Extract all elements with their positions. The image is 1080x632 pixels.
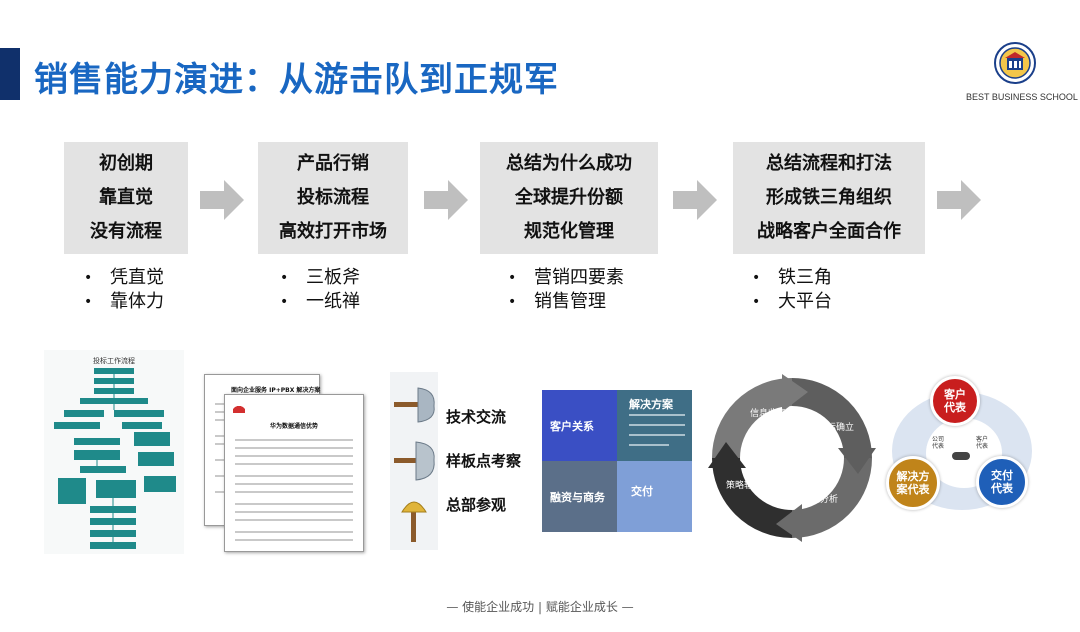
delivery-rep-label: 交付 代表 [991,469,1013,495]
page-title: 销售能力演进：从游击队到正规军 [34,60,559,100]
arrow-right-icon [424,180,468,220]
iron-triangle-diagram: 公司代表 客户代表 客户 代表 解决方 案代表 交付 代表 [886,372,1040,514]
puzzle-piece-customer: 客户关系 [542,390,617,461]
delivery-rep-circle: 交付 代表 [976,456,1028,508]
bullet-item: 销售管理 [506,290,624,314]
axe-caption-1: 技术交流 [446,408,507,426]
stage-line: 没有流程 [90,221,162,242]
stage-bullets-4: 铁三角 大平台 [750,266,832,314]
bullet-item: 大平台 [750,290,832,314]
puzzle-label-delivery: 交付 [631,485,653,498]
axe-icon [394,387,435,423]
stage-line: 投标流程 [297,187,369,208]
bid-flowchart-image: 投标工作流程 [44,350,184,554]
triangle-inner-label-company: 公司代表 [932,436,945,450]
four-elements-puzzle: 客户关系 解决方案 融资与商务 交付 [542,390,692,532]
stage-line: 总结为什么成功 [506,153,632,174]
stage-box-3: 总结为什么成功 全球提升份额 规范化管理 [480,142,658,254]
three-axes-image [390,372,438,550]
bullet-item: 一纸禅 [278,290,360,314]
title-accent-bar [0,48,20,100]
puzzle-piece-delivery: 交付 [617,461,692,532]
stage-box-1: 初创期 靠直觉 没有流程 [64,142,188,254]
stage-line: 产品行销 [297,153,369,174]
stage-line: 战略客户全面合作 [757,221,901,242]
strategy-cycle-diagram: 信息收集 目标确立 要素分析 策略输出 [708,374,876,542]
footer-slogan: — 使能企业成功 | 赋能企业成长 — [446,600,634,614]
puzzle-piece-solution: 解决方案 [617,390,692,461]
bullet-item: 铁三角 [750,266,832,290]
cycle-label-strategy: 策略输出 [726,479,762,491]
document-page-front: 华为数据通信优势 [224,394,364,552]
cycle-label-goal: 目标确立 [818,421,854,433]
arrow-right-icon [200,180,244,220]
stage-line: 高效打开市场 [279,221,387,242]
document-title: 面向企业服务 IP+PBX 解决方案 [231,387,321,394]
logo-text: BEST BUSINESS SCHOOL [966,92,1078,102]
arrow-right-icon [673,180,717,220]
stage-line: 初创期 [99,153,153,174]
solution-rep-label: 解决方 案代表 [896,470,930,496]
axe-caption-3: 总部参观 [446,496,507,514]
customer-rep-circle: 客户 代表 [930,376,980,426]
huawei-logo-icon [233,403,245,413]
puzzle-label-solution: 解决方案 [629,398,673,411]
bullet-item: 凭直觉 [82,266,164,290]
axe-caption-2: 样板点考察 [446,452,522,470]
stage-line: 总结流程和打法 [766,153,892,174]
flowchart-title: 投标工作流程 [93,357,135,365]
puzzle-label-customer: 客户关系 [550,420,594,433]
document-subtitle: 华为数据通信优势 [269,423,318,430]
handshake-icon [952,452,970,460]
bullet-item: 三板斧 [278,266,360,290]
flowchart-diagram [54,368,176,549]
stage-box-2: 产品行销 投标流程 高效打开市场 [258,142,408,254]
school-logo-icon [994,42,1036,84]
stage-line: 靠直觉 [99,187,153,208]
stage-bullets-2: 三板斧 一纸禅 [278,266,360,314]
solution-rep-circle: 解决方 案代表 [886,456,940,510]
customer-rep-label: 客户 代表 [944,388,966,414]
stage-line: 规范化管理 [524,221,614,242]
puzzle-piece-finance: 融资与商务 [542,461,617,532]
solution-document-image: 面向企业服务 IP+PBX 解决方案 华为数据通信优势 [200,372,368,556]
stage-bullets-1: 凭直觉 靠体力 [82,266,164,314]
cycle-label-analysis: 要素分析 [802,493,838,505]
triangle-inner-label-customer: 客户代表 [976,436,989,450]
golden-axe-icon [401,501,427,542]
puzzle-label-finance: 融资与商务 [550,491,605,504]
stage-line: 全球提升份额 [515,187,623,208]
axe-icon [394,441,435,481]
bullet-item: 营销四要素 [506,266,624,290]
stage-bullets-3: 营销四要素 销售管理 [506,266,624,314]
stage-box-4: 总结流程和打法 形成铁三角组织 战略客户全面合作 [733,142,925,254]
arrow-right-icon [937,180,981,220]
cycle-label-collect: 信息收集 [750,407,786,419]
bullet-item: 靠体力 [82,290,164,314]
stage-line: 形成铁三角组织 [766,187,892,208]
